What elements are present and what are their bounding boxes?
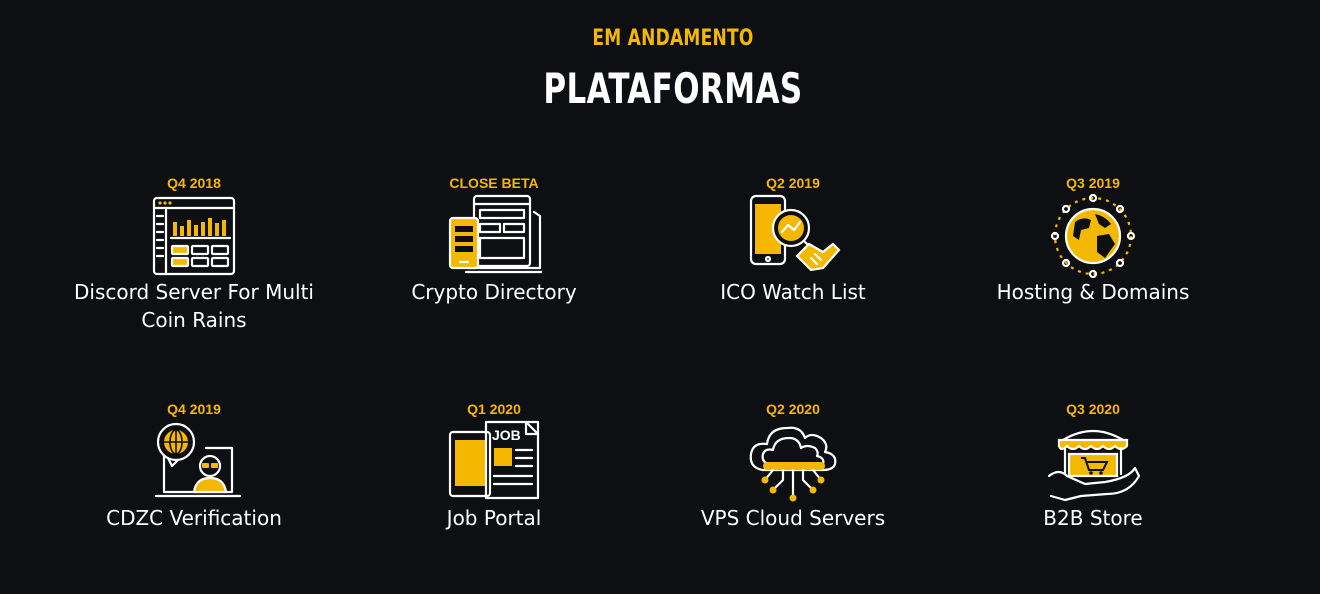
platform-date: Q2 2020 [766, 401, 820, 417]
platform-date: CLOSE BETA [449, 175, 539, 191]
platform-card-cdzc-verification: Q4 2019 CDZC Verification [44, 400, 344, 532]
platform-date: Q3 2019 [1066, 175, 1120, 191]
platform-label: Crypto Directory [411, 280, 577, 304]
section-eyebrow: EM ANDAMENTO [592, 26, 754, 51]
devices-directory-icon [448, 194, 542, 274]
dashboard-chart-icon [152, 196, 236, 276]
svg-text:JOB: JOB [492, 427, 521, 443]
platform-label: Job Portal [446, 506, 542, 530]
phone-magnifier-handshake-icon [749, 194, 841, 272]
platform-card-ico-watch-list: Q2 2019 ICO Watch List [643, 174, 943, 306]
platform-card-job-portal: Q1 2020 JOB Job Portal [344, 400, 644, 532]
platform-label: B2B Store [1043, 506, 1143, 530]
platform-label: Discord Server For Multi Coin Rains [74, 280, 314, 332]
platform-date: Q3 2020 [1066, 401, 1120, 417]
cloud-server-icon [749, 426, 837, 502]
platform-label: ICO Watch List [720, 280, 866, 304]
platform-label: Hosting & Domains [996, 280, 1190, 304]
store-cart-icon [1047, 430, 1141, 502]
platform-label: CDZC Verification [106, 506, 282, 530]
platform-date: Q1 2020 [467, 401, 521, 417]
platform-date: Q4 2018 [167, 175, 221, 191]
platform-card-discord: Q4 2018 Discord Server For Multi Coin Ra… [44, 174, 344, 334]
platform-card-b2b-store: Q3 2020 B2B Store [943, 400, 1243, 532]
globe-network-icon [1050, 193, 1136, 278]
platform-label: VPS Cloud Servers [700, 506, 886, 530]
platform-card-vps-cloud: Q2 2020 VPS Cloud Servers [643, 400, 943, 532]
platform-card-hosting: Q3 2019 Hosting & Domains [943, 174, 1243, 306]
platform-date: Q2 2019 [766, 175, 820, 191]
section-title: PLATAFORMAS [543, 64, 803, 113]
platform-date: Q4 2019 [167, 401, 221, 417]
job-newspaper-icon: JOB [448, 420, 540, 500]
id-verification-icon [154, 422, 242, 498]
platform-card-crypto-directory: CLOSE BETA Crypto Directory [344, 174, 644, 306]
